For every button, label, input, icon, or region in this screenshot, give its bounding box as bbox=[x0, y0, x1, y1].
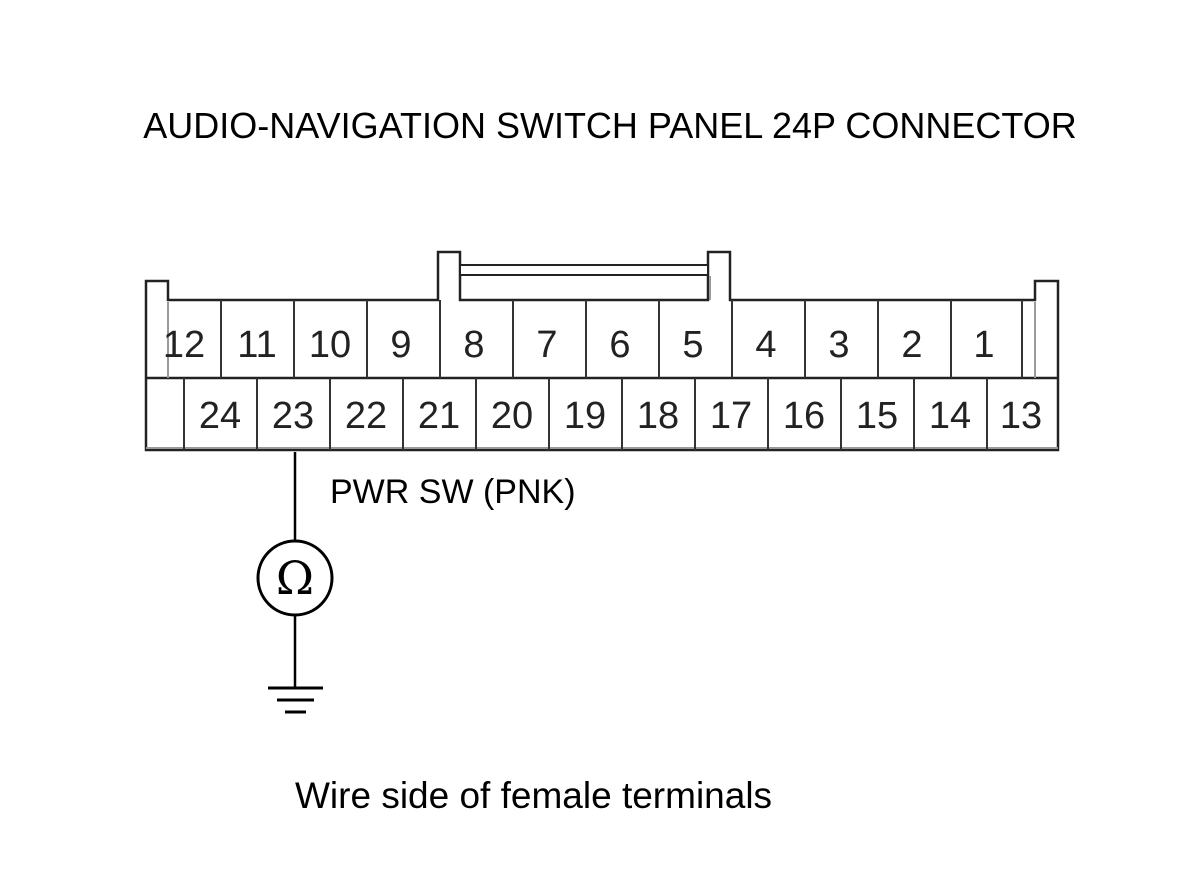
pin-18: 18 bbox=[637, 395, 679, 437]
pin-7: 7 bbox=[536, 324, 557, 366]
pin-13: 13 bbox=[1000, 395, 1042, 437]
diagram-caption: Wire side of female terminals bbox=[295, 775, 772, 816]
wire-label: PWR SW (PNK) bbox=[330, 473, 576, 511]
pin-2: 2 bbox=[901, 324, 922, 366]
connector-shading bbox=[146, 276, 1058, 449]
pin-10: 10 bbox=[309, 324, 351, 366]
pin-6: 6 bbox=[609, 324, 630, 366]
diagram-title: AUDIO-NAVIGATION SWITCH PANEL 24P CONNEC… bbox=[143, 105, 1076, 146]
ground-icon bbox=[268, 686, 323, 714]
connector-housing bbox=[144, 250, 1060, 452]
top-row-pins: 12 11 10 9 8 7 6 5 4 3 2 1 bbox=[163, 324, 995, 366]
pin-22: 22 bbox=[345, 395, 387, 437]
pin-11: 11 bbox=[237, 324, 276, 366]
pin-5: 5 bbox=[682, 324, 703, 366]
pin-15: 15 bbox=[856, 395, 898, 437]
pin-14: 14 bbox=[929, 395, 971, 437]
pin-3: 3 bbox=[828, 324, 849, 366]
pin-19: 19 bbox=[564, 395, 606, 437]
pin-23: 23 bbox=[272, 395, 314, 437]
pin-9: 9 bbox=[390, 324, 411, 366]
pin-24: 24 bbox=[199, 395, 241, 437]
bottom-row-dividers bbox=[183, 378, 988, 450]
pin-21: 21 bbox=[418, 395, 460, 437]
ohmmeter-icon: Ω bbox=[256, 539, 334, 617]
pin-20: 20 bbox=[491, 395, 533, 437]
pin-1: 1 bbox=[973, 324, 994, 366]
pin-8: 8 bbox=[463, 324, 484, 366]
top-row-dividers bbox=[220, 300, 1023, 378]
pin-4: 4 bbox=[755, 324, 776, 366]
pin-17: 17 bbox=[710, 395, 752, 437]
pin-12: 12 bbox=[163, 324, 205, 366]
ohm-symbol: Ω bbox=[276, 551, 314, 605]
pin-16: 16 bbox=[783, 395, 825, 437]
bottom-row-pins: 24 23 22 21 20 19 18 17 16 15 14 13 bbox=[199, 395, 1042, 437]
